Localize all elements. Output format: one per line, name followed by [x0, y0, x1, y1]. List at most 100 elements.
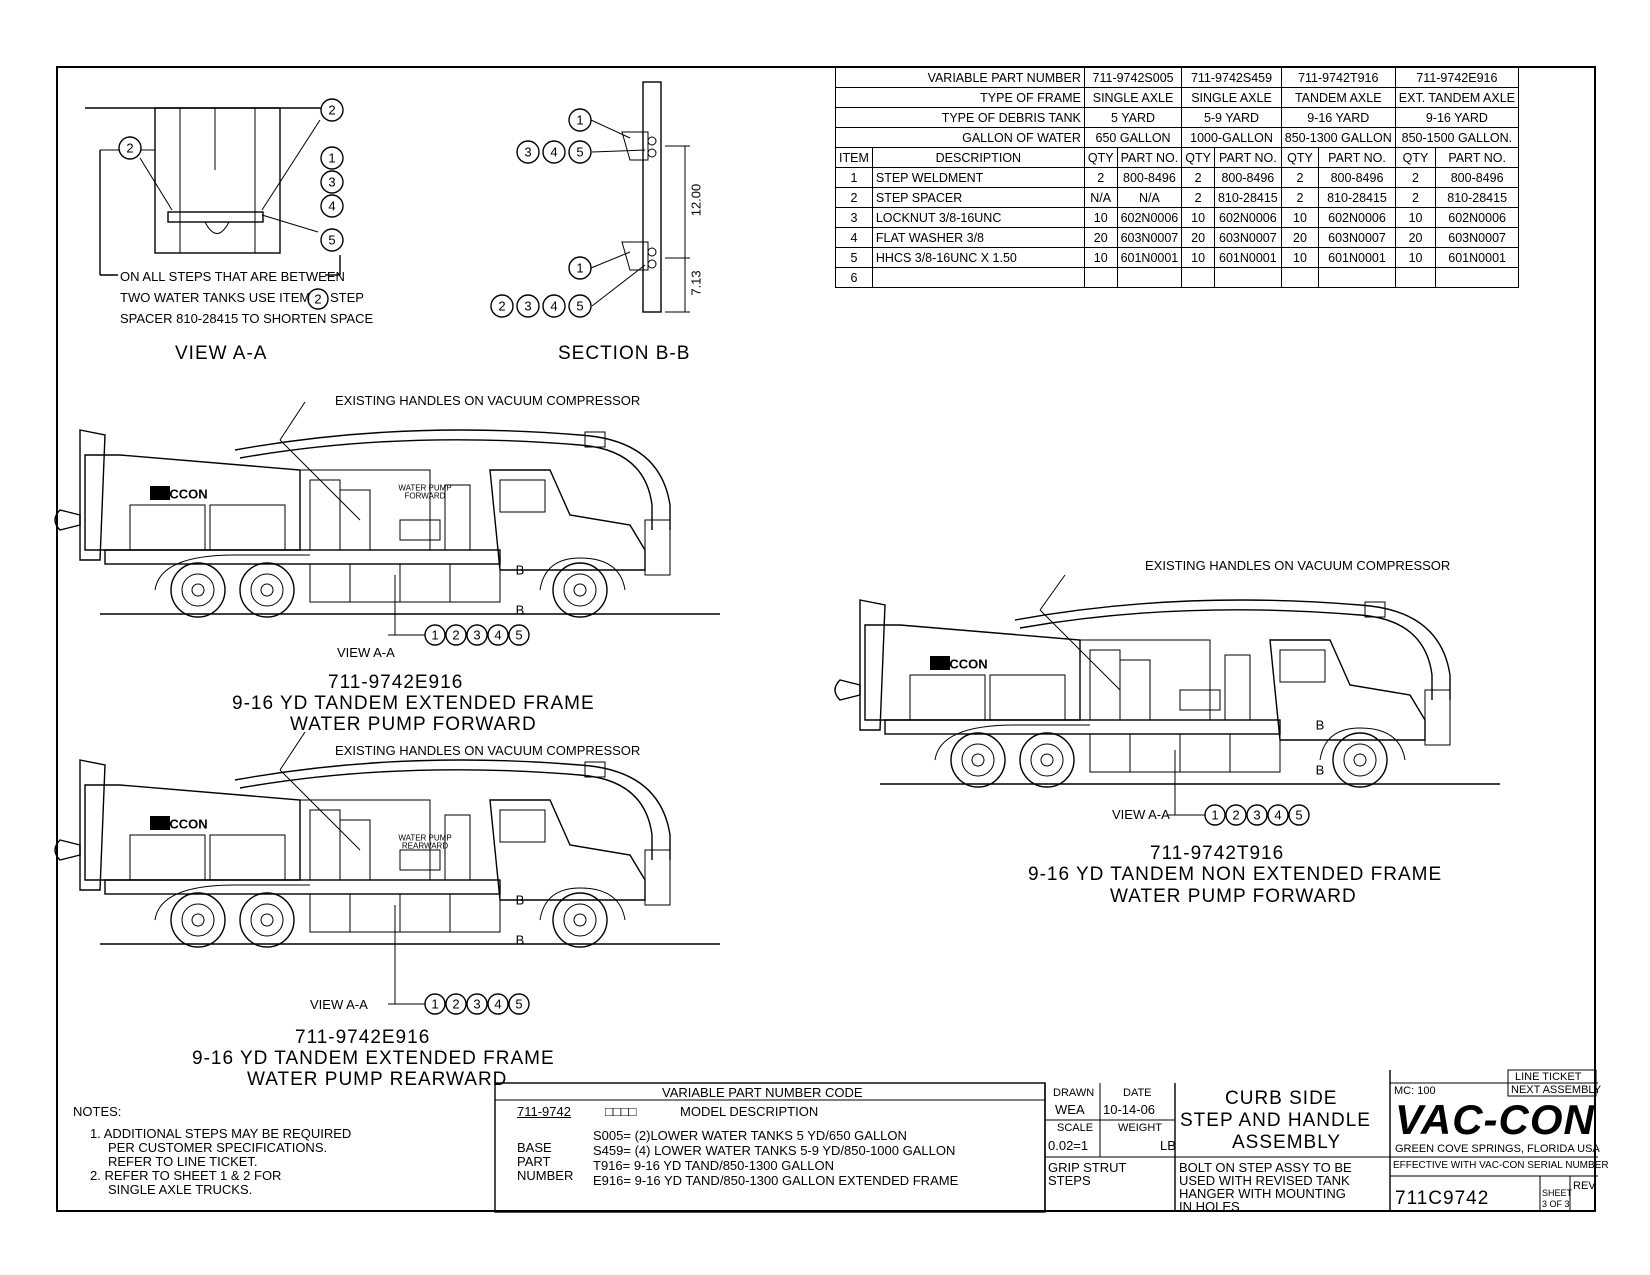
balloon: 5 [515, 997, 522, 1012]
section-mark: B [516, 893, 525, 908]
section-mark: B [516, 603, 525, 618]
table-cell: 601N0001 [1116, 247, 1183, 268]
view-aa-note: STEP [330, 290, 364, 305]
dimension-lower: 7.13 [689, 270, 704, 295]
balloon: 2 [126, 141, 133, 156]
line-ticket-label: LINE TICKET [1515, 1071, 1582, 1083]
balloon: 1 [328, 151, 335, 166]
balloon: 5 [576, 145, 583, 160]
pump-label: WATER PUMP [398, 834, 451, 843]
truck-part: 711-9742E916 [295, 1027, 431, 1048]
balloon: 1 [576, 261, 583, 276]
variant-tank: 9-16 YARD [1280, 107, 1396, 128]
table-cell: LOCKNUT 3/8-16UNC [871, 207, 1085, 228]
variant-tank: 9-16 YARD [1394, 107, 1520, 128]
code-base-label: BASE [517, 1140, 552, 1155]
table-row: TYPE OF FRAME SINGLE AXLE SINGLE AXLE TA… [835, 87, 1520, 108]
table-cell: 2 [1280, 167, 1320, 188]
section-mark: B [1316, 763, 1325, 778]
drawn-value: WEA [1055, 1102, 1085, 1117]
desc-line: BOLT ON STEP ASSY TO BE [1179, 1160, 1352, 1175]
balloon: 1 [431, 628, 438, 643]
truck-desc: WATER PUMP FORWARD [290, 714, 537, 735]
col-header: PART NO. [1213, 147, 1282, 168]
table-cell: N/A [1116, 187, 1183, 208]
section-bb-drawing: 12.00 7.13 1 3 4 5 1 2 3 4 5 [490, 81, 704, 318]
view-label: VIEW A-A [337, 645, 395, 660]
code-title: VARIABLE PART NUMBER CODE [662, 1085, 863, 1100]
table-row: VARIABLE PART NUMBER 711-9742S005 711-97… [835, 67, 1520, 88]
section-mark: B [1316, 718, 1325, 733]
truck-desc: 9-16 YD TANDEM NON EXTENDED FRAME [1028, 864, 1443, 885]
truck-desc: WATER PUMP REARWARD [247, 1069, 508, 1090]
code-base-label: PART [517, 1154, 551, 1169]
note-line: REFER TO LINE TICKET. [108, 1154, 258, 1169]
effective-label: EFFECTIVE WITH VAC-CON SERIAL NUMBER [1393, 1160, 1609, 1171]
truck-desc: 9-16 YD TANDEM EXTENDED FRAME [192, 1048, 555, 1069]
desc-line: USED WITH REVISED TANK [1179, 1173, 1350, 1188]
balloon: 5 [1295, 808, 1302, 823]
truck-desc: 9-16 YD TANDEM EXTENDED FRAME [232, 693, 595, 714]
desc-line: IN HOLES [1179, 1199, 1240, 1214]
balloon: 3 [473, 997, 480, 1012]
variant-gallon: 1000-GALLON [1181, 127, 1282, 148]
balloon: 4 [494, 628, 501, 643]
view-aa-title: VIEW A-A [175, 343, 268, 364]
mc-value: MC: 100 [1394, 1085, 1436, 1097]
table-cell: 20 [1181, 227, 1215, 248]
table-row: ITEM DESCRIPTION QTY PART NO. QTY PART N… [835, 147, 1520, 168]
truck-part: 711-9742T916 [1150, 843, 1285, 864]
code-line: S005= (2)LOWER WATER TANKS 5 YD/650 GALL… [593, 1128, 907, 1143]
table-cell: 810-28415 [1318, 187, 1396, 208]
balloon: 3 [524, 299, 531, 314]
code-model: MODEL DESCRIPTION [680, 1104, 819, 1119]
material: STEPS [1048, 1173, 1091, 1188]
variant-part-number: 711-9742E916 [1394, 67, 1520, 88]
code-base-label: NUMBER [517, 1168, 574, 1183]
section-bb-title: SECTION B-B [558, 343, 691, 364]
drawing-number: 711C9742 [1395, 1188, 1490, 1209]
table-cell: 6 [835, 267, 873, 288]
callout: EXISTING HANDLES ON VACUUM COMPRESSOR [335, 743, 641, 758]
weight-label: WEIGHT [1118, 1122, 1162, 1134]
title-line: STEP AND HANDLE [1180, 1110, 1371, 1131]
table-cell: 602N0006 [1116, 207, 1183, 228]
table-cell: 603N0007 [1318, 227, 1396, 248]
truck-desc: WATER PUMP FORWARD [1110, 886, 1357, 907]
table-cell [1318, 267, 1396, 288]
code-boxes: □□□□ [605, 1104, 637, 1119]
balloon: 4 [550, 145, 557, 160]
table-cell [871, 267, 1085, 288]
variant-part-number: 711-9742S459 [1181, 67, 1282, 88]
truck-drawing: WATER PUMP REARWARD B B 1 2 3 4 5 [54, 731, 721, 1015]
table-cell: 601N0001 [1318, 247, 1396, 268]
table-cell: 810-28415 [1435, 187, 1520, 208]
table-row: 6 [835, 267, 1520, 288]
table-cell: STEP WELDMENT [871, 167, 1085, 188]
balloon: 4 [1274, 808, 1281, 823]
truck-drawing: B B 1 2 3 4 5 [834, 574, 1501, 826]
table-cell: 810-28415 [1213, 187, 1282, 208]
section-mark: B [516, 933, 525, 948]
code-line: T916= 9-16 YD TAND/850-1300 GALLON [593, 1158, 834, 1173]
pump-label: REARWARD [402, 842, 448, 851]
table-cell: 10 [1280, 207, 1320, 228]
table-row: TYPE OF DEBRIS TANK 5 YARD 5-9 YARD 9-16… [835, 107, 1520, 128]
balloon: 1 [1211, 808, 1218, 823]
header-label: TYPE OF FRAME [835, 87, 1085, 108]
variant-tank: 5-9 YARD [1181, 107, 1282, 128]
drawn-label: DRAWN [1053, 1087, 1095, 1099]
location: GREEN COVE SPRINGS, FLORIDA USA [1395, 1143, 1600, 1155]
table-cell: 603N0007 [1435, 227, 1520, 248]
variant-frame: SINGLE AXLE [1181, 87, 1282, 108]
note-line: PER CUSTOMER SPECIFICATIONS. [108, 1140, 328, 1155]
truck-part: 711-9742E916 [328, 672, 464, 693]
rev-label: REV [1573, 1180, 1596, 1192]
table-cell: 800-8496 [1318, 167, 1396, 188]
col-header: QTY [1181, 147, 1215, 168]
